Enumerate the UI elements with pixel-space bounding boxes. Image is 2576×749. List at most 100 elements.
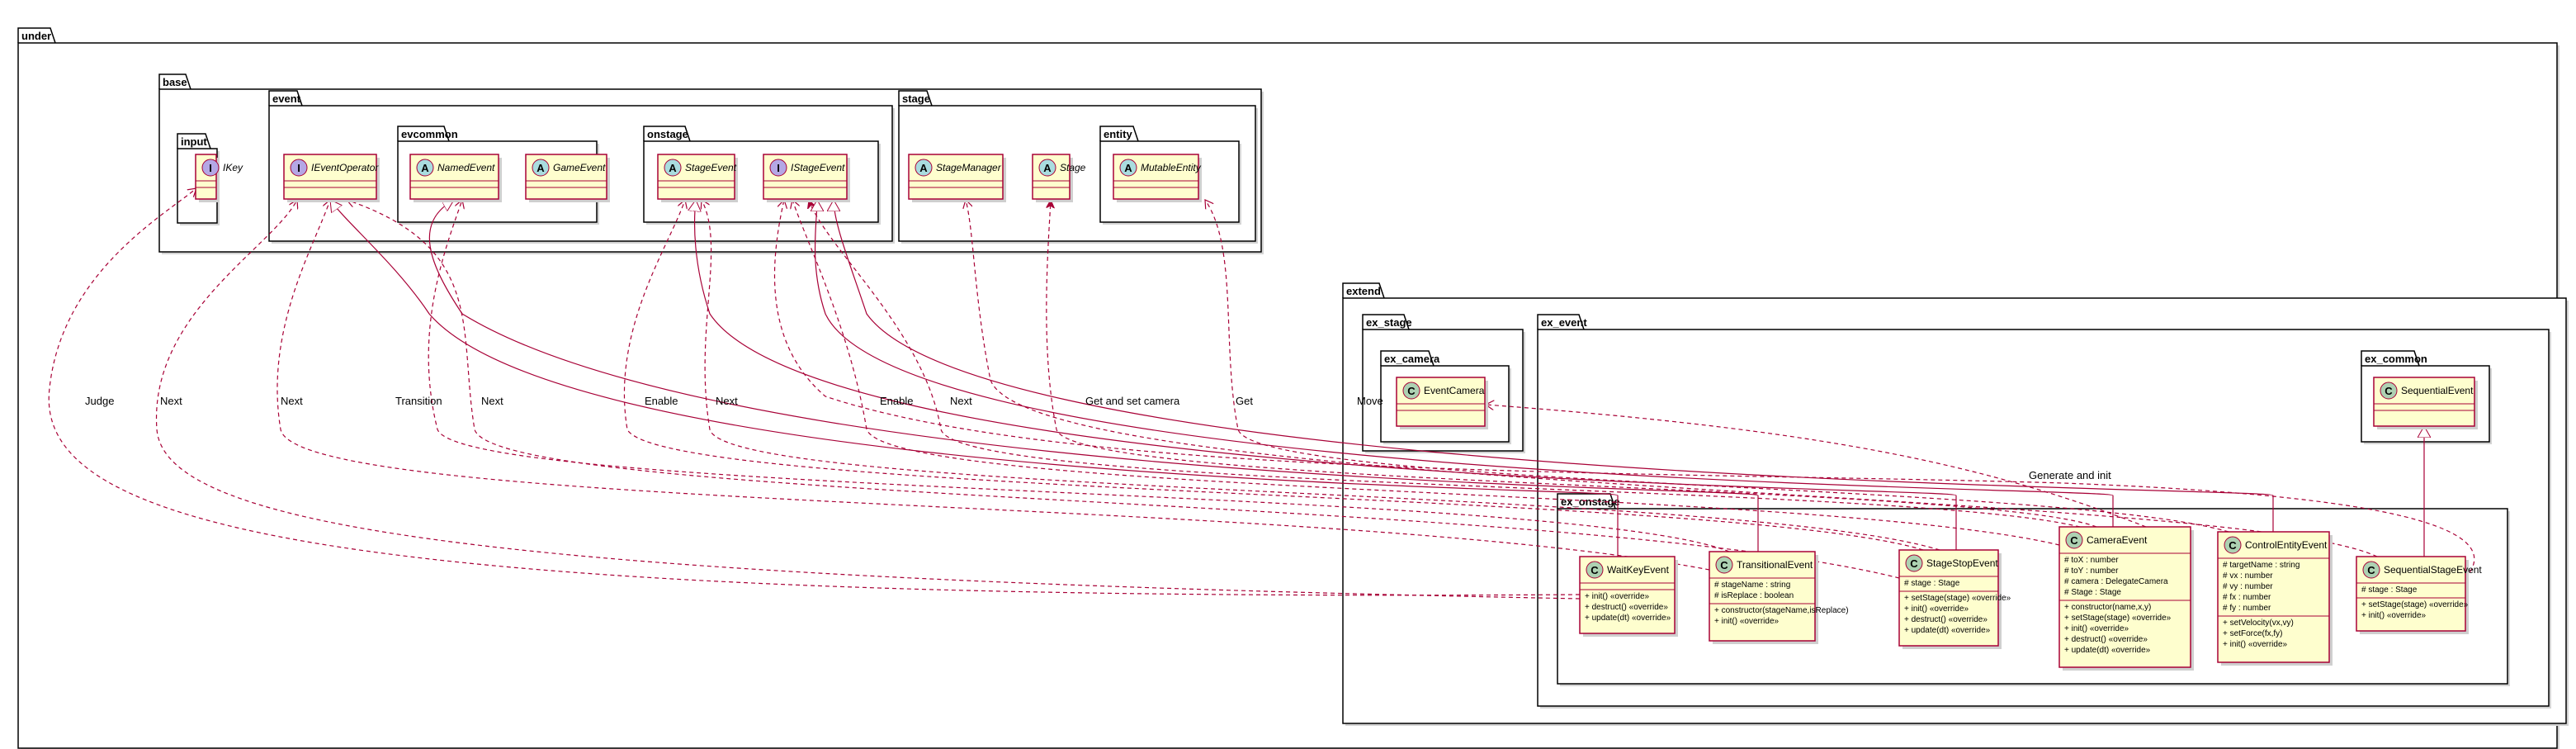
class-mutable-entity[interactable]: A MutableEntity	[1113, 154, 1202, 202]
edge-get	[1205, 200, 2229, 533]
stereotype-c-icon	[2224, 536, 2242, 554]
method: + setVelocity(vx,vy)	[2223, 619, 2294, 628]
method: + destruct() «override»	[1585, 603, 1668, 612]
class-name: EventCamera	[1424, 385, 1485, 396]
stereotype-letter: A	[669, 162, 677, 174]
field: # fy : number	[2223, 604, 2271, 613]
stereotype-c-icon	[2362, 561, 2380, 579]
stereotype-letter: I	[297, 162, 300, 174]
edge-next-5	[809, 200, 2081, 528]
edge-label-next-2: Next	[281, 395, 303, 407]
class-name: IStageEvent	[791, 162, 845, 173]
class-name: IKey	[223, 162, 243, 173]
method: + setStage(stage) «override»	[2064, 614, 2172, 623]
class-name: IEventOperator	[311, 162, 379, 173]
stereotype-i-icon	[769, 159, 787, 177]
package-label: entity	[1104, 128, 1132, 140]
edge-label-transition: Transition	[395, 395, 442, 407]
method: + init() «override»	[2064, 624, 2129, 633]
package-label: ex_stage	[1366, 316, 1412, 329]
stereotype-c-icon	[1586, 561, 1604, 579]
stereotype-letter: C	[1720, 559, 1728, 571]
class-stage[interactable]: A Stage	[1032, 154, 1086, 202]
edge-label-next-5: Next	[950, 395, 972, 407]
method: + destruct() «override»	[2064, 635, 2148, 644]
stereotype-letter: A	[1043, 162, 1052, 174]
method: + init() «override»	[2223, 640, 2288, 649]
package-label: extend	[1346, 285, 1381, 297]
edge-inherit-waitkey	[330, 200, 1619, 557]
edge-inherit-control	[834, 200, 2274, 532]
class-name: MutableEntity	[1141, 162, 1202, 173]
package-label: event	[272, 92, 301, 105]
edge-label-move: Move	[1357, 395, 1383, 407]
stereotype-a-icon	[1119, 159, 1137, 177]
class-name: Stage	[1060, 162, 1086, 173]
class-name: StageEvent	[685, 162, 737, 173]
stereotype-a-icon	[915, 159, 933, 177]
stereotype-a-icon	[664, 159, 682, 177]
package-label: input	[181, 135, 207, 148]
class-ievent-operator[interactable]: I IEventOperator	[283, 154, 380, 202]
method: + init() «override»	[1714, 617, 1780, 626]
field: # stage : Stage	[1904, 579, 1960, 588]
stereotype-letter: I	[777, 162, 780, 174]
stereotype-c-icon	[1402, 382, 1420, 400]
edge-label-next-3: Next	[481, 395, 503, 407]
stereotype-letter: C	[1591, 564, 1599, 576]
class-stage-event[interactable]: A StageEvent	[657, 154, 738, 202]
stereotype-letter: A	[919, 162, 928, 174]
class-istage-event[interactable]: I IStageEvent	[763, 154, 850, 202]
stereotype-i-icon	[201, 159, 220, 177]
edge-next-4	[702, 200, 1940, 551]
edge-next-1	[156, 200, 1581, 600]
field: # camera : DelegateCamera	[2064, 577, 2168, 586]
edge-label-get-and-set-camera: Get and set camera	[1085, 395, 1180, 407]
edge-move	[1486, 405, 2147, 528]
edge-stage-manager	[966, 200, 2378, 557]
edge-inherit-transitional	[428, 200, 1759, 552]
edge-inherit-stagestop	[695, 200, 1957, 550]
field: # targetName : string	[2223, 561, 2299, 570]
edges-layer	[48, 188, 2475, 600]
class-name: NamedEvent	[437, 162, 495, 173]
edge-label-generate-and-init: Generate and init	[2029, 469, 2111, 481]
edge-next-3	[347, 200, 1900, 579]
stereotype-a-icon	[1038, 159, 1056, 177]
stereotype-a-icon	[532, 159, 550, 177]
method: + update(dt) «override»	[2064, 646, 2151, 655]
class-name: GameEvent	[553, 162, 606, 173]
package-label: ex_camera	[1384, 353, 1440, 365]
stereotype-letter: C	[2070, 534, 2078, 547]
package-label: base	[163, 76, 187, 88]
class-name: SequentialStageEvent	[2384, 564, 2482, 576]
edge-judge	[48, 188, 1581, 596]
stereotype-c-icon	[2380, 382, 2398, 400]
edge-get-and-set-camera	[1047, 200, 2097, 528]
method: + init() «override»	[1585, 592, 1650, 601]
package-label: stage	[902, 92, 930, 105]
class-control-entity-event[interactable]: C ControlEntityEvent # targetName : string…	[2217, 531, 2333, 666]
edge-enable-2	[792, 200, 2060, 546]
package-label: under	[21, 30, 51, 42]
stereotype-letter: A	[1124, 162, 1132, 174]
package-label: evcommon	[401, 128, 458, 140]
edge-label-get: Get	[1236, 395, 1253, 407]
class-name: ControlEntityEvent	[2245, 539, 2328, 551]
method: + constructor(name,x,y)	[2064, 603, 2151, 612]
stereotype-letter: C	[2229, 539, 2237, 552]
field: # isReplace : boolean	[1714, 591, 1794, 600]
